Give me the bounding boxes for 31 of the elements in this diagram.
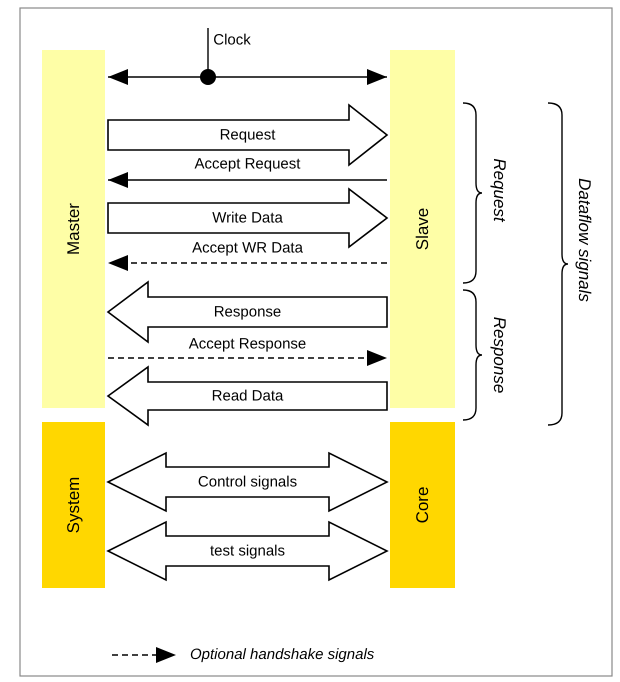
edge-label: Accept Request — [192, 156, 302, 172]
module-label: System — [64, 476, 84, 534]
arrow — [108, 255, 387, 271]
edge-label: Write Data — [211, 210, 284, 226]
arrow — [108, 69, 387, 85]
arrow — [108, 350, 387, 366]
bracket-label: Dataflow signals — [574, 178, 594, 302]
edge-label: Accept WR Data — [190, 240, 305, 256]
module-label: Slave — [412, 208, 432, 250]
edge-label: Accept Response — [186, 336, 308, 352]
module-label: Core — [412, 486, 432, 524]
arrow — [108, 172, 387, 188]
edge-label: test signals — [208, 542, 286, 560]
bracket-label: Response — [489, 316, 509, 394]
edge-label: Read Data — [210, 388, 284, 404]
legend-text: Optional handshake signals — [190, 646, 374, 663]
bracket-label: Request — [489, 158, 509, 222]
module-label: Master — [64, 203, 84, 255]
block-arrow — [107, 187, 388, 249]
block-arrow — [106, 520, 389, 582]
edge-label: Request — [218, 126, 276, 144]
edge-label: Control signals — [196, 474, 298, 490]
system-bar — [42, 422, 105, 588]
slave-bar — [390, 50, 455, 408]
edge-label: Response — [212, 304, 282, 320]
block-arrow — [106, 365, 388, 427]
core-bar — [390, 422, 455, 588]
master-bar — [42, 50, 105, 408]
block-arrow — [106, 280, 388, 344]
block-arrow — [107, 103, 388, 167]
block-arrow — [106, 452, 389, 512]
